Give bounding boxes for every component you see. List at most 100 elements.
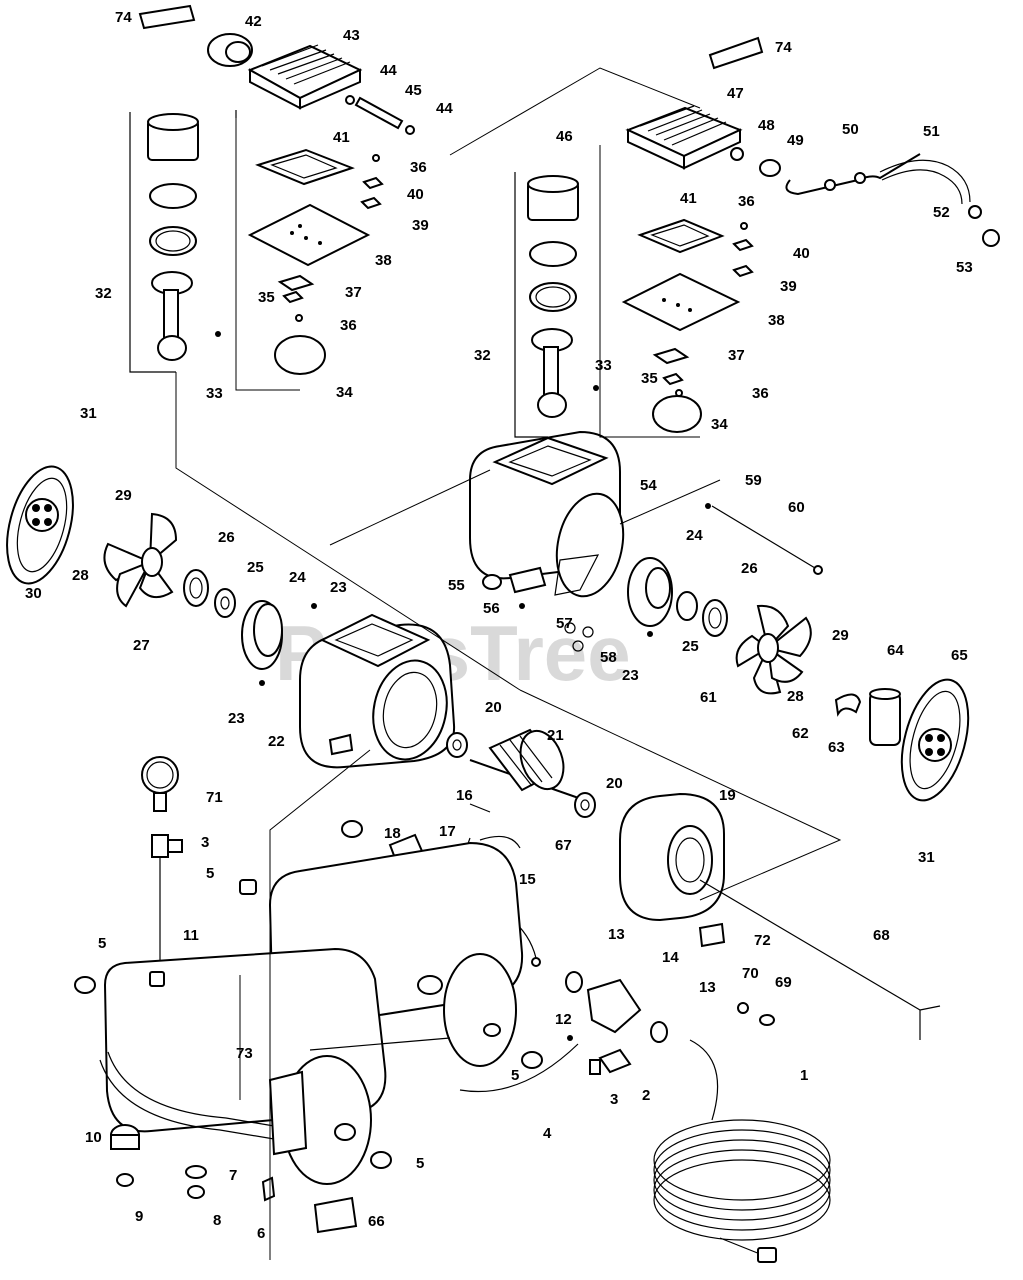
callout-14: 14 <box>662 949 679 966</box>
lower-tank <box>103 947 387 1185</box>
callout-3: 3 <box>610 1091 618 1108</box>
callout-11: 11 <box>183 927 199 944</box>
motor-bearing-rear <box>574 792 596 818</box>
bearings-right <box>627 503 823 637</box>
callout-5: 5 <box>511 1067 519 1084</box>
callout-37: 37 <box>728 347 745 364</box>
callout-13: 13 <box>608 926 625 943</box>
callout-33: 33 <box>595 357 612 374</box>
o-ring-34-left <box>274 335 326 375</box>
callout-23: 23 <box>330 579 347 596</box>
callout-32: 32 <box>474 347 491 364</box>
callout-8: 8 <box>213 1212 221 1229</box>
callout-55: 55 <box>448 577 465 594</box>
callout-23: 23 <box>228 710 245 727</box>
callout-62: 62 <box>792 725 809 742</box>
callout-42: 42 <box>245 13 262 30</box>
callout-36: 36 <box>410 159 427 176</box>
callout-58: 58 <box>600 649 617 666</box>
tank-plugs <box>74 976 543 1169</box>
callout-41: 41 <box>333 129 350 146</box>
o-ring-34-right <box>652 395 702 433</box>
fan-right <box>735 604 812 695</box>
piston-assembly-left <box>129 110 237 373</box>
callout-54: 54 <box>640 477 657 494</box>
cylinder-head-left <box>247 44 363 110</box>
callout-36: 36 <box>738 193 755 210</box>
crankcase-left <box>299 613 456 769</box>
pressure-switch <box>459 971 775 1093</box>
callout-18: 18 <box>384 825 401 842</box>
callout-66: 66 <box>368 1213 385 1230</box>
callout-72: 72 <box>754 932 771 949</box>
power-cord <box>653 1039 831 1263</box>
motor-bearing-front <box>446 732 468 758</box>
callout-5: 5 <box>98 935 106 952</box>
callout-63: 63 <box>828 739 845 756</box>
callout-69: 69 <box>775 974 792 991</box>
callout-47: 47 <box>727 85 744 102</box>
callout-41: 41 <box>680 190 697 207</box>
callout-43: 43 <box>343 27 360 44</box>
callout-70: 70 <box>742 965 759 982</box>
callout-38: 38 <box>375 252 392 269</box>
callout-46: 46 <box>556 128 573 145</box>
valve-plate-right <box>621 272 741 332</box>
callout-53: 53 <box>956 259 973 276</box>
callout-1: 1 <box>800 1067 808 1084</box>
callout-25: 25 <box>682 638 699 655</box>
callout-29: 29 <box>832 627 849 644</box>
callout-52: 52 <box>933 204 950 221</box>
callout-48: 48 <box>758 117 775 134</box>
label-decal-right <box>708 36 764 70</box>
gasket-41-left <box>255 148 355 186</box>
callout-26: 26 <box>218 529 235 546</box>
callout-32: 32 <box>95 285 112 302</box>
gasket-41-right <box>637 218 725 254</box>
callout-36: 36 <box>340 317 357 334</box>
callout-71: 71 <box>206 789 223 806</box>
callout-36: 36 <box>752 385 769 402</box>
callout-40: 40 <box>793 245 810 262</box>
cylinder-head-right <box>625 105 743 170</box>
callout-20: 20 <box>606 775 623 792</box>
callout-30: 30 <box>25 585 42 602</box>
callout-68: 68 <box>873 927 890 944</box>
callout-74: 74 <box>775 39 792 56</box>
callout-17: 17 <box>439 823 456 840</box>
callout-22: 22 <box>268 733 285 750</box>
fan-left <box>103 512 178 608</box>
callout-39: 39 <box>412 217 429 234</box>
label-decal-left <box>138 4 196 30</box>
tube-left <box>345 95 415 135</box>
callout-4: 4 <box>543 1125 552 1142</box>
callout-45: 45 <box>405 82 422 99</box>
crankcase-right <box>469 430 625 598</box>
bearings-left <box>183 569 317 686</box>
callout-15: 15 <box>519 871 536 888</box>
callout-51: 51 <box>923 123 940 140</box>
callout-38: 38 <box>768 312 785 329</box>
rotor <box>469 728 591 803</box>
stator <box>619 792 725 922</box>
callout-3: 3 <box>201 834 209 851</box>
end-cover-left <box>6 465 74 585</box>
callout-19: 19 <box>719 787 736 804</box>
piston-assembly-right <box>514 172 599 438</box>
callout-24: 24 <box>289 569 306 586</box>
callout-28: 28 <box>72 567 89 584</box>
callout-27: 27 <box>133 637 150 654</box>
callout-25: 25 <box>247 559 264 576</box>
callout-5: 5 <box>416 1155 424 1172</box>
callout-49: 49 <box>787 132 804 149</box>
callout-40: 40 <box>407 186 424 203</box>
callout-21: 21 <box>547 727 564 744</box>
callout-33: 33 <box>206 385 223 402</box>
callout-12: 12 <box>555 1011 572 1028</box>
callout-26: 26 <box>741 560 758 577</box>
callout-35: 35 <box>258 289 275 306</box>
callout-23: 23 <box>622 667 639 684</box>
callout-20: 20 <box>485 699 502 716</box>
